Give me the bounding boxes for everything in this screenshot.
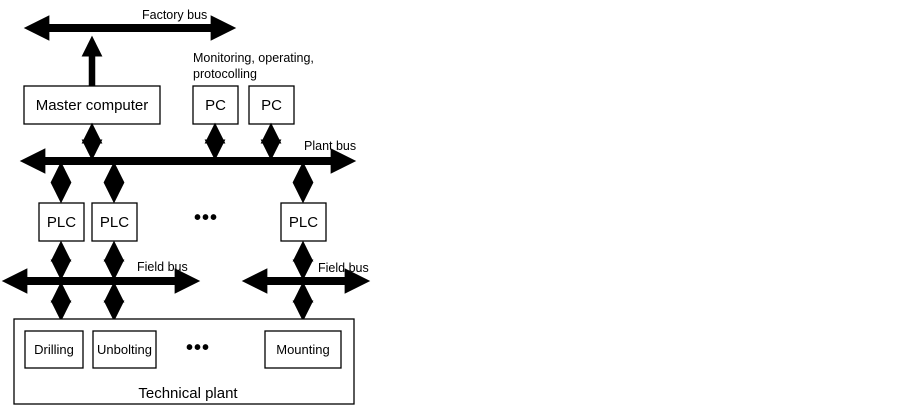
factory-bus-label: Factory bus xyxy=(142,8,207,22)
plc-ellipsis: ••• xyxy=(194,207,218,229)
pc-box-2 xyxy=(248,85,295,125)
drilling-label: Drilling xyxy=(34,342,74,357)
unbolting-box xyxy=(92,330,157,369)
plc-label-1: PLC xyxy=(47,214,76,231)
master-computer-box xyxy=(23,85,161,125)
drilling-box xyxy=(24,330,84,369)
plc-label-3: PLC xyxy=(289,214,318,231)
master-computer-label: Master computer xyxy=(36,97,149,114)
process-ellipsis: ••• xyxy=(186,337,210,359)
pc-label-1: PC xyxy=(205,97,226,114)
monitoring-label-line2: protocolling xyxy=(193,67,257,81)
field-bus-2-label: Field bus xyxy=(318,261,369,275)
mounting-box xyxy=(264,330,342,369)
unbolting-label: Unbolting xyxy=(97,342,152,357)
plc-label-2: PLC xyxy=(100,214,129,231)
field-bus-1-label: Field bus xyxy=(137,260,188,274)
pc-box-1 xyxy=(192,85,239,125)
pc-label-2: PC xyxy=(261,97,282,114)
plant-bus-label: Plant bus xyxy=(304,139,356,153)
mounting-label: Mounting xyxy=(276,342,329,357)
monitoring-label-line1: Monitoring, operating, xyxy=(193,51,314,65)
technical-plant-label: Technical plant xyxy=(138,385,238,402)
